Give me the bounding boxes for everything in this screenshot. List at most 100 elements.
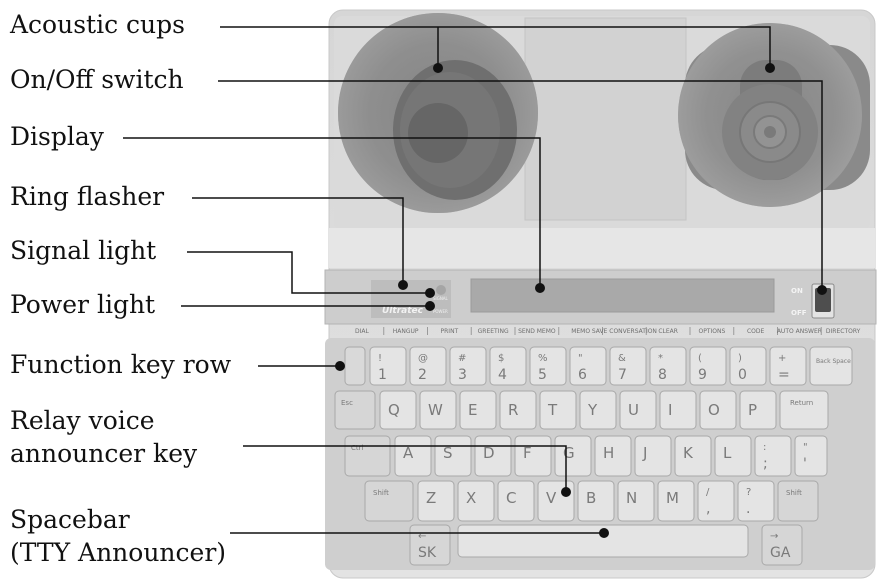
function-key-save-conversation[interactable]: SAVE CONVERSATION xyxy=(592,328,657,335)
key-s[interactable]: S xyxy=(434,435,472,477)
key-2-lower-label: 2 xyxy=(418,367,427,383)
key-0[interactable]: )0 xyxy=(729,346,767,386)
dot-function-key xyxy=(335,361,345,371)
function-key[interactable] xyxy=(344,346,366,386)
key-x[interactable]: X xyxy=(457,480,495,522)
key-u[interactable]: U xyxy=(619,390,657,430)
key-a-label: A xyxy=(403,444,414,462)
ctrl-key[interactable]: Ctrl xyxy=(344,435,391,477)
key-4[interactable]: $4 xyxy=(489,346,527,386)
key-5[interactable]: %5 xyxy=(529,346,567,386)
key-k[interactable]: K xyxy=(674,435,712,477)
key-6[interactable]: "6 xyxy=(569,346,607,386)
left-shift-key[interactable]: Shift xyxy=(364,480,414,522)
return-key[interactable]: Return xyxy=(779,390,829,430)
key-m[interactable]: M xyxy=(657,480,695,522)
key-g[interactable]: G xyxy=(554,435,592,477)
key-f[interactable]: F xyxy=(514,435,552,477)
key-t[interactable]: T xyxy=(539,390,577,430)
function-key-dial[interactable]: DIAL xyxy=(355,328,369,335)
function-key-directory[interactable]: DIRECTORY xyxy=(826,328,861,335)
key-a[interactable]: A xyxy=(394,435,432,477)
key-7-cap xyxy=(609,346,647,386)
key-e[interactable]: E xyxy=(459,390,497,430)
key-q[interactable]: Q xyxy=(379,390,417,430)
dot-relay-voice xyxy=(561,487,571,497)
function-key-memo[interactable]: MEMO xyxy=(571,328,590,335)
dot-on-off-switch xyxy=(817,285,827,295)
key-6-upper-label: " xyxy=(578,353,583,364)
function-key-greeting[interactable]: GREETING xyxy=(478,328,509,335)
power-light-label: POWER xyxy=(433,309,448,314)
function-key-print[interactable]: PRINT xyxy=(441,328,459,335)
key-e-label: E xyxy=(468,401,477,419)
left-shift-key-cap xyxy=(364,480,414,522)
callout-spacebar-line-1: Spacebar xyxy=(10,505,130,534)
ga-key[interactable]: →GA xyxy=(761,524,803,566)
function-key-auto-answer[interactable]: AUTO ANSWER xyxy=(777,328,822,335)
key-5-cap xyxy=(529,346,567,386)
key-n[interactable]: N xyxy=(617,480,655,522)
function-key-clear[interactable]: CLEAR xyxy=(658,328,678,335)
key-v[interactable]: V xyxy=(537,480,575,522)
key-h[interactable]: H xyxy=(594,435,632,477)
callout-relay-voice-line-2: announcer key xyxy=(10,439,198,468)
key-i-cap xyxy=(659,390,697,430)
key-k-cap xyxy=(674,435,712,477)
key-7-upper-label: & xyxy=(618,353,626,364)
sk-key-cap xyxy=(409,524,451,566)
quote-key[interactable]: "' xyxy=(794,435,828,477)
key-r[interactable]: R xyxy=(499,390,537,430)
key-p[interactable]: P xyxy=(739,390,777,430)
key-c-label: C xyxy=(506,489,516,507)
function-key-options[interactable]: OPTIONS xyxy=(698,328,725,335)
function-key-send-memo[interactable]: SEND MEMO xyxy=(518,328,556,335)
key-z[interactable]: Z xyxy=(417,480,455,522)
period-key[interactable]: ?. xyxy=(737,480,775,522)
key-3[interactable]: #3 xyxy=(449,346,487,386)
comma-key[interactable]: /, xyxy=(697,480,735,522)
key-t-label: T xyxy=(547,401,558,419)
backspace-key-cap xyxy=(809,346,853,386)
semicolon-key-cap xyxy=(754,435,792,477)
esc-key[interactable]: Esc xyxy=(334,390,376,430)
right-shift-key-label: Shift xyxy=(786,489,802,497)
key-o[interactable]: O xyxy=(699,390,737,430)
key-s-cap xyxy=(434,435,472,477)
key-b[interactable]: B xyxy=(577,480,615,522)
key-1[interactable]: !1 xyxy=(369,346,407,386)
ga-key-cap xyxy=(761,524,803,566)
period-key-lower-label: . xyxy=(746,501,750,517)
dot-spacebar xyxy=(599,528,609,538)
function-key-code[interactable]: CODE xyxy=(747,328,765,335)
key-6-cap xyxy=(569,346,607,386)
key-i[interactable]: I xyxy=(659,390,697,430)
key-4-upper-label: $ xyxy=(498,353,504,364)
sk-key[interactable]: ←SK xyxy=(409,524,451,566)
right-shift-key[interactable]: Shift xyxy=(777,480,819,522)
ga-key-lower-label: GA xyxy=(770,545,791,561)
key-symbol[interactable]: += xyxy=(769,346,807,386)
callout-signal-light: Signal light xyxy=(10,236,157,265)
function-key-hangup[interactable]: HANGUP xyxy=(393,328,419,335)
callout-relay-voice-announcer-key: Relay voice announcer key xyxy=(10,404,197,470)
backspace-key[interactable]: Back Space xyxy=(809,346,853,386)
paper-slot xyxy=(524,17,687,221)
key-8[interactable]: *8 xyxy=(649,346,687,386)
key-w[interactable]: W xyxy=(419,390,457,430)
key-j[interactable]: J xyxy=(634,435,672,477)
semicolon-key[interactable]: :; xyxy=(754,435,792,477)
quote-key-upper-label: " xyxy=(803,442,808,453)
key-p-label: P xyxy=(748,401,757,419)
key-y[interactable]: Y xyxy=(579,390,617,430)
leader-lines xyxy=(123,26,823,534)
leader-signal-light xyxy=(187,251,430,294)
key-x-label: X xyxy=(466,489,476,507)
key-c[interactable]: C xyxy=(497,480,535,522)
key-7[interactable]: &7 xyxy=(609,346,647,386)
key-9[interactable]: (9 xyxy=(689,346,727,386)
key-l[interactable]: L xyxy=(714,435,752,477)
key-symbol-lower-label: = xyxy=(778,367,790,383)
key-d[interactable]: D xyxy=(474,435,512,477)
key-2[interactable]: @2 xyxy=(409,346,447,386)
